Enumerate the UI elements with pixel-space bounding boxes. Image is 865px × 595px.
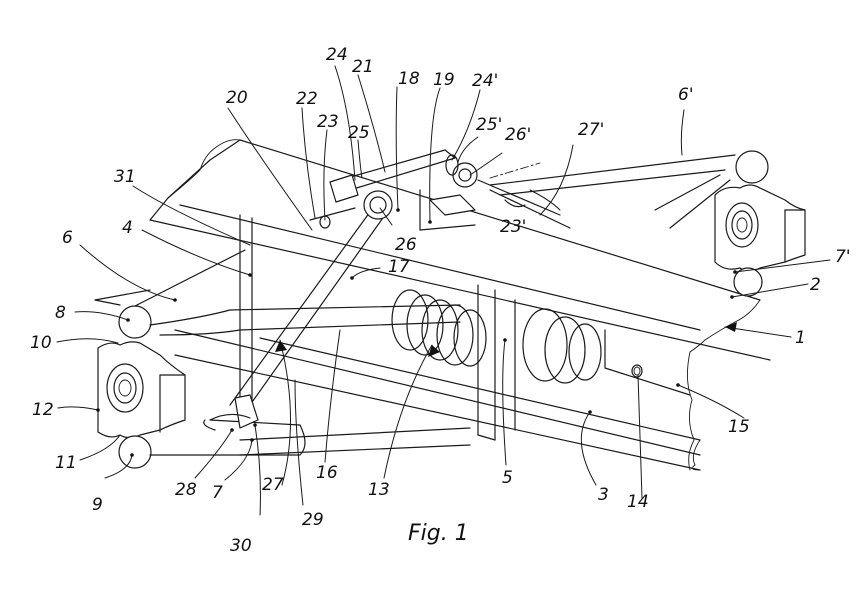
- arrow-heads: [275, 322, 737, 357]
- vertical-posts: [239, 214, 516, 441]
- label-23: 23: [317, 112, 339, 132]
- label-26: 26: [395, 235, 417, 255]
- label-22: 22: [296, 89, 318, 109]
- left-knuckle: [97, 305, 186, 469]
- label-19: 19: [433, 70, 455, 90]
- lower-beam: [174, 329, 701, 471]
- label-9: 9: [92, 495, 103, 515]
- label-27: 27: [262, 475, 284, 495]
- label-23-prime: 23': [500, 217, 526, 237]
- right-knuckle: [714, 150, 806, 297]
- label-7: 7: [212, 483, 223, 503]
- label-1: 1: [795, 328, 806, 348]
- label-20: 20: [226, 88, 248, 108]
- lower-wishbone: [149, 419, 471, 456]
- label-24: 24: [326, 45, 348, 65]
- label-30: 30: [230, 536, 252, 556]
- label-2: 2: [810, 275, 821, 295]
- coil-spring: [391, 289, 602, 384]
- label-18: 18: [398, 69, 420, 89]
- label-16: 16: [316, 463, 338, 483]
- upper-beam: [149, 139, 771, 361]
- reference-labels: 20 22 23 24 21 25 18 19 24' 25' 26' 27' …: [30, 45, 851, 556]
- label-4: 4: [122, 218, 133, 238]
- bracket-assembly: [309, 149, 571, 231]
- label-15: 15: [728, 417, 750, 437]
- label-6: 6: [62, 228, 73, 248]
- upper-wishbone-right: [489, 154, 736, 229]
- upper-wishbone: [94, 249, 461, 336]
- label-17: 17: [388, 257, 410, 277]
- figure-caption: Fig. 1: [408, 521, 469, 546]
- label-27-prime: 27': [578, 120, 604, 140]
- label-10: 10: [30, 333, 52, 353]
- diagonal-strut: [209, 204, 386, 429]
- label-11: 11: [55, 453, 77, 473]
- label-3: 3: [598, 485, 609, 505]
- label-25-prime: 25': [476, 115, 502, 135]
- label-5: 5: [502, 468, 513, 488]
- label-21: 21: [352, 57, 374, 77]
- label-7-prime: 7': [835, 247, 851, 267]
- label-8: 8: [55, 303, 66, 323]
- label-26-prime: 26': [505, 125, 531, 145]
- label-28: 28: [175, 480, 197, 500]
- label-31: 31: [114, 167, 136, 187]
- label-12: 12: [32, 400, 54, 420]
- side-panel: [604, 329, 695, 471]
- label-6-prime: 6': [678, 85, 694, 105]
- leader-lines: [56, 65, 831, 516]
- label-25: 25: [348, 123, 370, 143]
- label-29: 29: [302, 510, 324, 530]
- label-14: 14: [627, 492, 649, 512]
- label-24-prime: 24': [472, 71, 498, 91]
- leader-dots: [96, 208, 737, 457]
- label-13: 13: [368, 480, 390, 500]
